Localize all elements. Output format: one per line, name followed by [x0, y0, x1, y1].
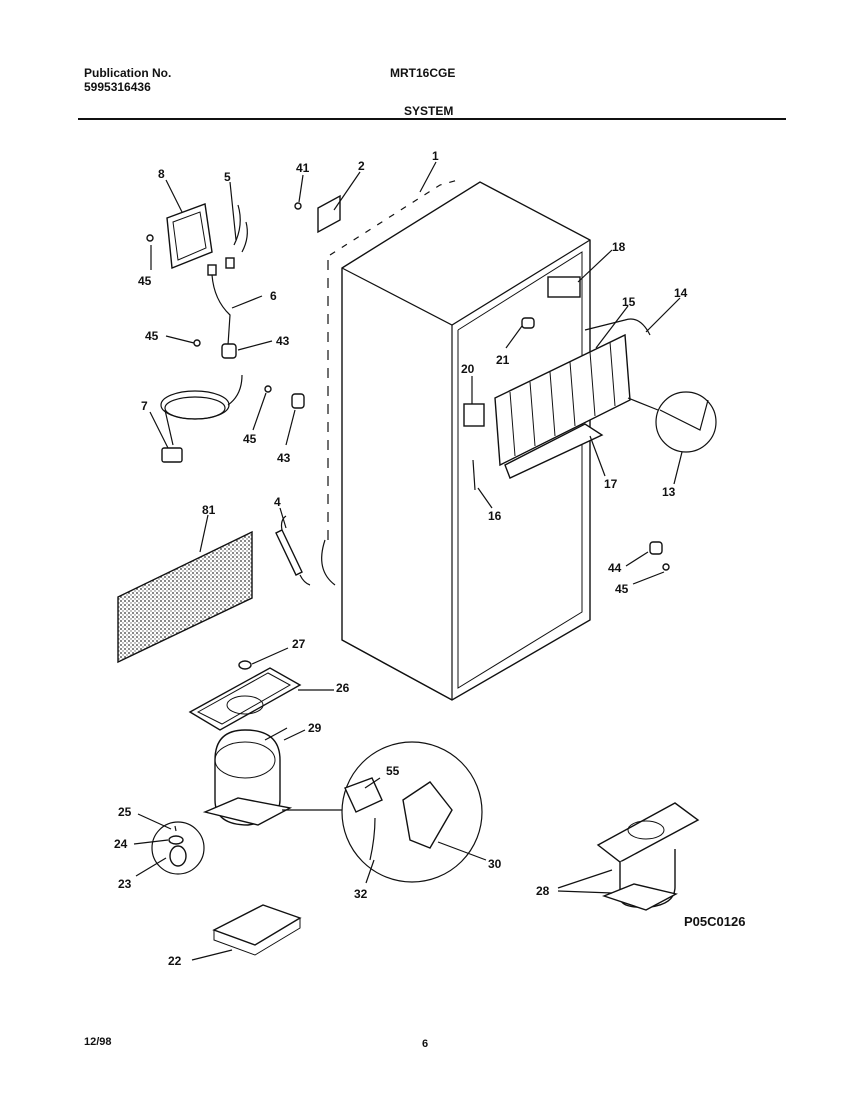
part-7-power-cord — [160, 374, 243, 463]
part-45-screw-b — [193, 339, 201, 347]
part-43-clip-b — [291, 393, 305, 409]
callout-45-d: 45 — [615, 582, 629, 596]
callout-45-c: 45 — [243, 432, 257, 446]
part-45-screw-d — [662, 563, 670, 571]
model-number: MRT16CGE — [390, 66, 456, 80]
callout-6: 6 — [270, 289, 277, 303]
part-8-cover — [166, 203, 213, 269]
callout-43: 43 — [276, 334, 290, 348]
part-81-grille — [117, 530, 253, 664]
callout-27: 27 — [292, 637, 306, 651]
section-title: SYSTEM — [404, 104, 454, 118]
callout-28: 28 — [536, 884, 550, 898]
callout-2: 2 — [358, 159, 365, 173]
callout-18: 18 — [612, 240, 626, 254]
callout-81: 81 — [202, 503, 216, 517]
part-26-drain-pan — [188, 667, 302, 731]
header-rule — [78, 118, 786, 120]
callout-26: 26 — [336, 681, 350, 695]
part-44-clip — [649, 541, 663, 555]
part-41-screw — [294, 202, 302, 210]
relay-detail — [282, 741, 483, 883]
part-17-pan — [504, 423, 604, 479]
part-5-harness — [233, 204, 248, 253]
callout-29: 29 — [308, 721, 322, 735]
callout-30: 30 — [488, 857, 502, 871]
callout-44: 44 — [608, 561, 622, 575]
callout-32: 32 — [354, 887, 368, 901]
callout-25: 25 — [118, 805, 132, 819]
callout-14: 14 — [674, 286, 688, 300]
callout-45-b: 45 — [145, 329, 159, 343]
callout-8: 8 — [158, 167, 165, 181]
part-27-grommet — [238, 660, 252, 670]
callout-4: 4 — [274, 495, 281, 509]
drawing-code: P05C0126 — [684, 914, 745, 929]
part-5-connector — [225, 257, 235, 269]
part-45-screw — [146, 234, 154, 242]
part-15-evaporator — [494, 333, 631, 467]
footer-page-number: 6 — [422, 1038, 429, 1050]
refrigerator-cabinet — [341, 181, 591, 701]
callout-16: 16 — [488, 509, 502, 523]
part-18-damper — [547, 276, 581, 298]
callout-43-b: 43 — [277, 451, 291, 465]
callout-5: 5 — [224, 170, 231, 184]
footer-date: 12/98 — [84, 1036, 112, 1048]
callout-22: 22 — [168, 954, 182, 968]
publication-label: Publication No. — [84, 66, 172, 80]
callout-24: 24 — [114, 837, 128, 851]
callout-15: 15 — [622, 295, 636, 309]
callout-45: 45 — [138, 274, 152, 288]
part-45-screw-c — [264, 385, 272, 393]
callout-17: 17 — [604, 477, 618, 491]
callout-41: 41 — [296, 161, 310, 175]
callout-55: 55 — [386, 764, 400, 778]
callout-20: 20 — [461, 362, 475, 376]
callout-23: 23 — [118, 877, 132, 891]
part-6-harness — [211, 274, 231, 346]
part-43-clip — [221, 343, 237, 359]
callout-1: 1 — [432, 149, 439, 163]
part-20-bracket — [463, 403, 485, 427]
grommet-detail — [151, 821, 205, 875]
part-28-compressor-assembly — [596, 802, 700, 911]
callout-21: 21 — [496, 353, 510, 367]
publication-number: 5995316436 — [84, 80, 151, 94]
callout-7: 7 — [141, 399, 148, 413]
callout-13: 13 — [662, 485, 676, 499]
part-2-bracket — [317, 194, 341, 234]
part-22-bracket — [212, 904, 302, 956]
part-4-drier — [275, 515, 311, 586]
condenser-coil — [321, 179, 459, 586]
part-14-tube — [584, 318, 651, 336]
part-29-compressor — [202, 727, 293, 826]
part-5-connector-b — [207, 264, 217, 276]
leader-lines — [133, 161, 683, 961]
part-16-wire — [472, 459, 476, 491]
part-21-fitting — [521, 317, 535, 329]
part-13-detail — [627, 391, 717, 453]
